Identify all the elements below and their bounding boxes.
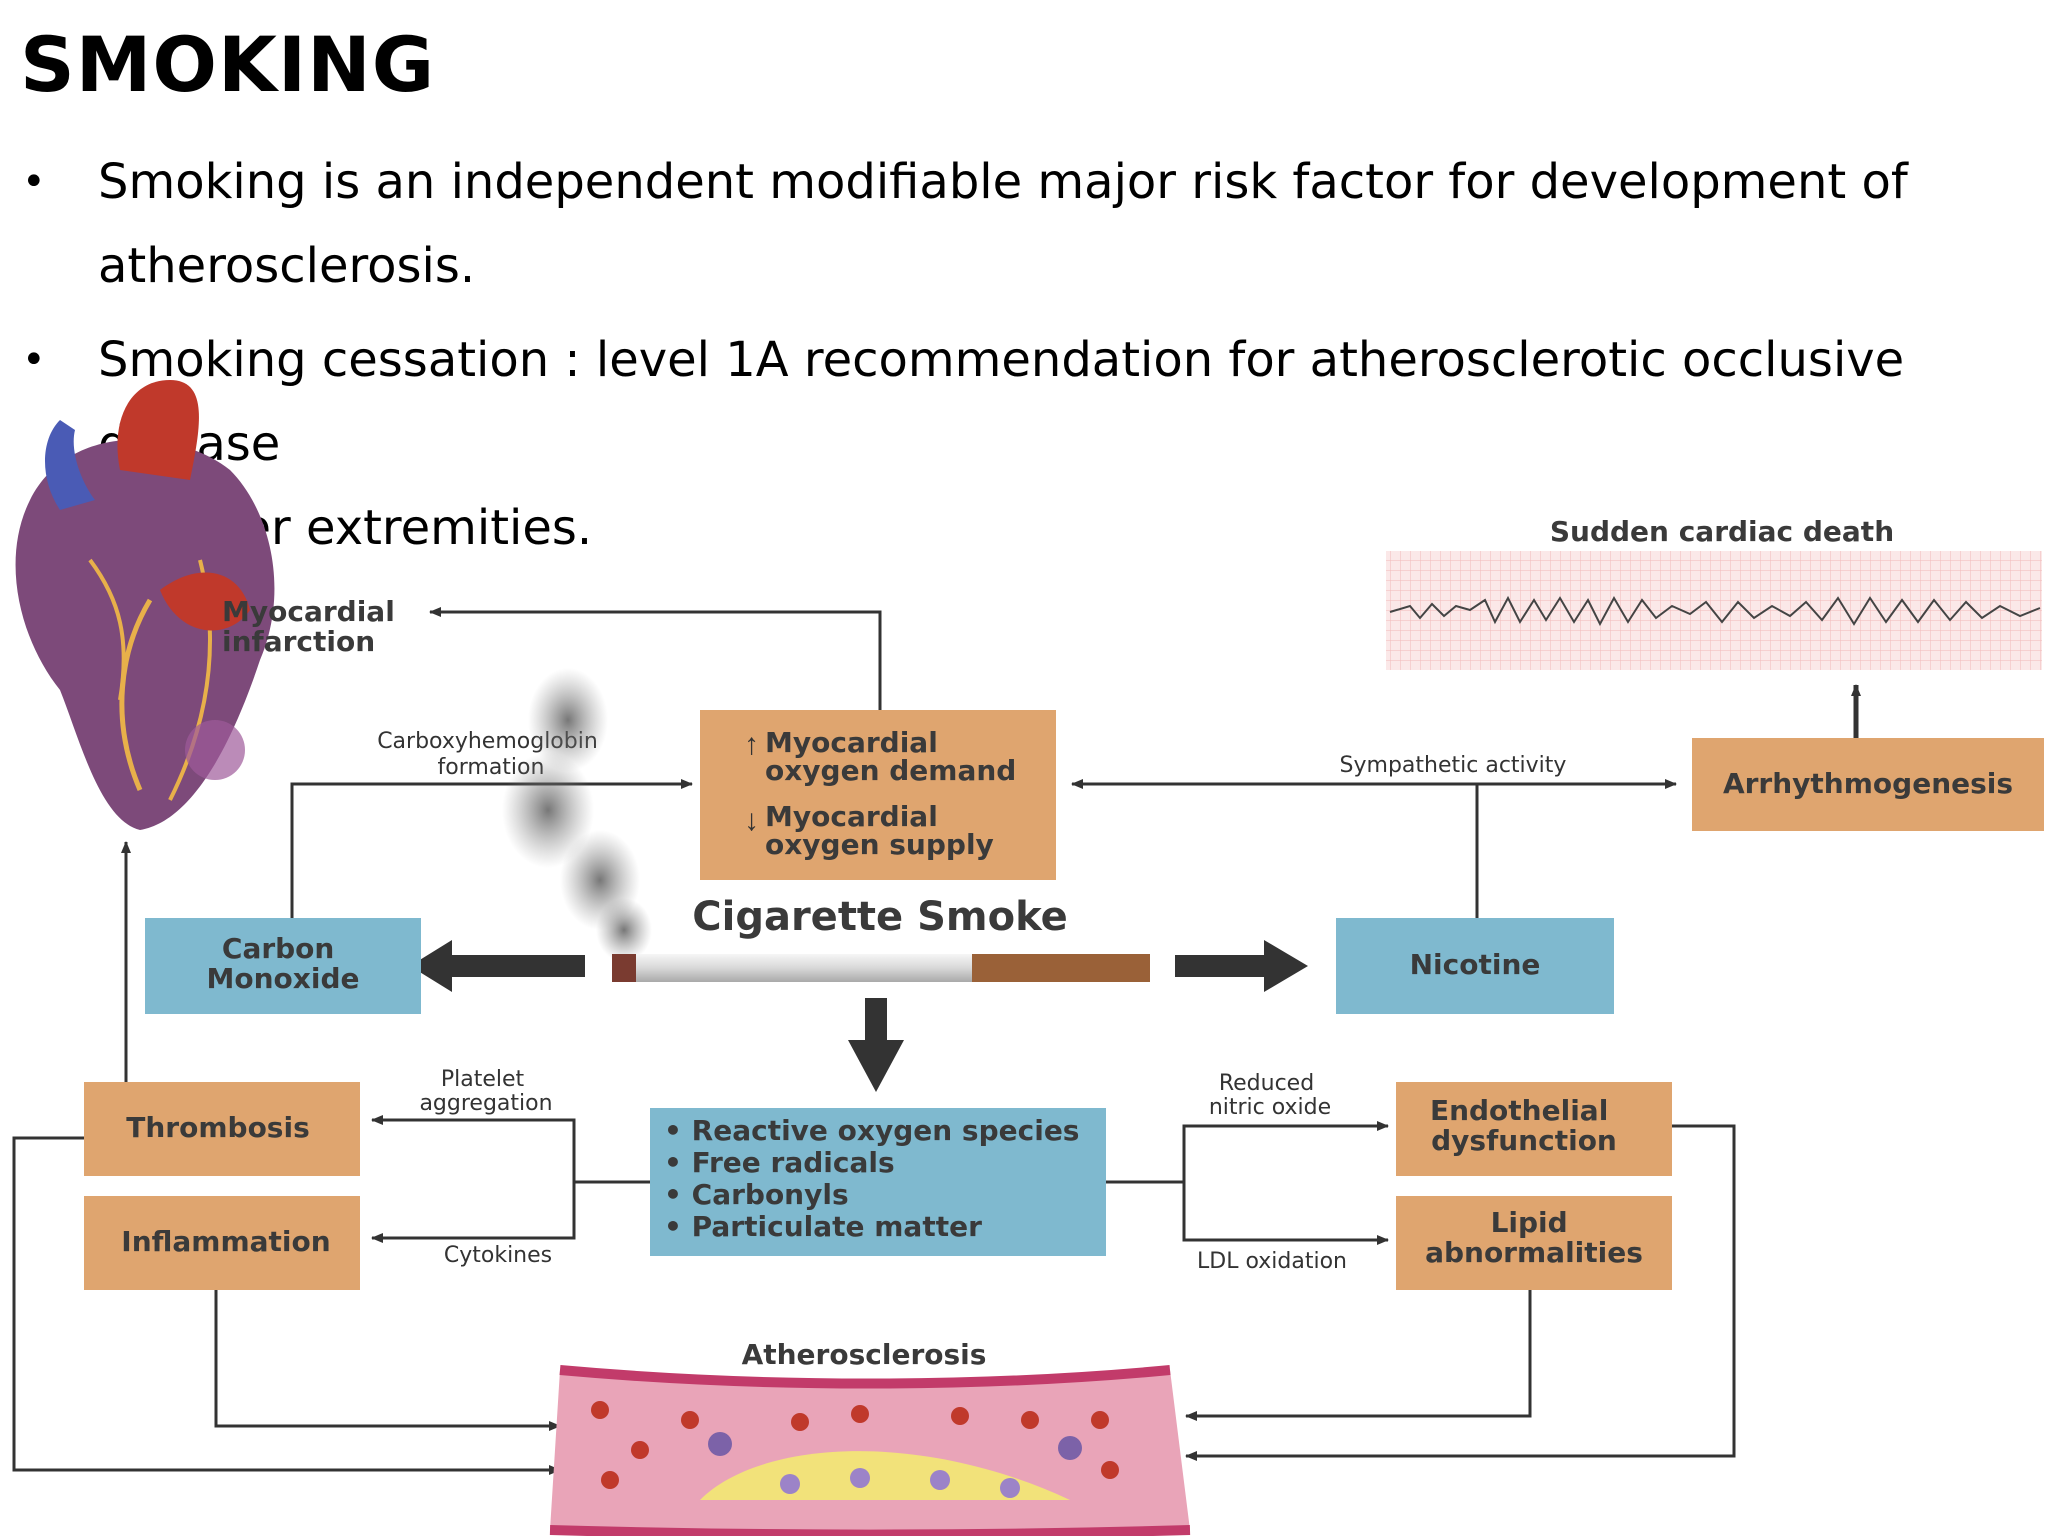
sympathetic-activity-label: Sympathetic activity	[1340, 753, 1567, 778]
arrow-to-lipid	[1182, 1182, 1389, 1245]
arrhythmogenesis-label: Arrhythmogenesis	[1723, 767, 2013, 800]
arrow-to-mi	[429, 607, 882, 710]
sudden-cardiac-death-label: Sudden cardiac death	[1550, 515, 1894, 548]
artery-illustration	[549, 1365, 1191, 1536]
demand-label: Myocardial oxygen demand	[765, 726, 1016, 787]
bullet-item: • Smoking cessation : level 1A recommend…	[20, 318, 2020, 570]
arrow-to-inflammation	[371, 1182, 576, 1243]
carbon-monoxide-label: Carbon Monoxide	[207, 932, 360, 995]
thrombosis-box	[84, 1082, 360, 1176]
lipid-label: Lipid abnormalities	[1425, 1206, 1643, 1269]
myocardial-infarction-label: Myocardial infarction	[222, 595, 405, 658]
arrhythmogenesis-box	[1692, 738, 2044, 831]
cigarette-icon	[612, 954, 1150, 982]
endothelial-label: Endothelial dysfunction	[1430, 1094, 1618, 1157]
arrow-lipid-to-athero	[1185, 1290, 1532, 1421]
heart-illustration	[15, 380, 275, 830]
down-arrow-icon: ↓	[744, 804, 759, 837]
nicotine-box	[1336, 918, 1614, 1014]
thrombosis-label: Thrombosis	[126, 1111, 309, 1144]
bullet-list: • Smoking is an independent modifiable m…	[20, 140, 2020, 580]
arrow-endothelial-to-athero	[1185, 1124, 1736, 1461]
arrow-to-ros-head	[848, 1040, 904, 1092]
myocardial-oxygen-box	[700, 710, 1056, 880]
ros-box	[650, 1108, 1106, 1256]
platelet-aggregation-label: Platelet aggregation	[419, 1067, 552, 1116]
bullet-dot: •	[22, 159, 46, 205]
carbon-monoxide-box	[145, 918, 421, 1014]
bullet-item: • Smoking is an independent modifiable m…	[20, 140, 2020, 308]
ros-list: • Reactive oxygen species • Free radical…	[664, 1114, 1089, 1243]
page-title: SMOKING	[20, 20, 436, 109]
bullet-line: Smoking is an independent modifiable maj…	[98, 154, 1908, 210]
nicotine-label: Nicotine	[1410, 948, 1541, 981]
endothelial-box	[1396, 1082, 1672, 1176]
inflammation-box	[84, 1196, 360, 1290]
arrow-to-thrombosis	[371, 1115, 650, 1184]
up-arrow-icon: ↑	[744, 728, 759, 761]
arrow-to-co-head	[410, 940, 452, 992]
supply-label: Myocardial oxygen supply	[765, 800, 994, 861]
arrow-to-endothelial	[1106, 1121, 1389, 1184]
arrow-inflammation-to-athero	[214, 1290, 561, 1431]
arrow-thrombosis-to-athero	[12, 1136, 561, 1475]
arrow-to-nicotine-head	[1264, 940, 1308, 992]
cigarette-smoke-label: Cigarette Smoke	[692, 894, 1067, 940]
atherosclerosis-label: Atherosclerosis	[742, 1338, 987, 1371]
bullet-line: atherosclerosis.	[98, 238, 476, 294]
reduced-no-label: Reduced nitric oxide	[1209, 1071, 1331, 1120]
cytokines-label: Cytokines	[444, 1243, 552, 1268]
lipid-box	[1396, 1196, 1672, 1290]
ecg-strip	[1386, 551, 2042, 670]
bullet-dot: •	[22, 337, 46, 383]
inflammation-label: Inflammation	[121, 1225, 330, 1258]
smoke-plume	[502, 668, 652, 962]
ldl-oxidation-label: LDL oxidation	[1197, 1249, 1347, 1274]
